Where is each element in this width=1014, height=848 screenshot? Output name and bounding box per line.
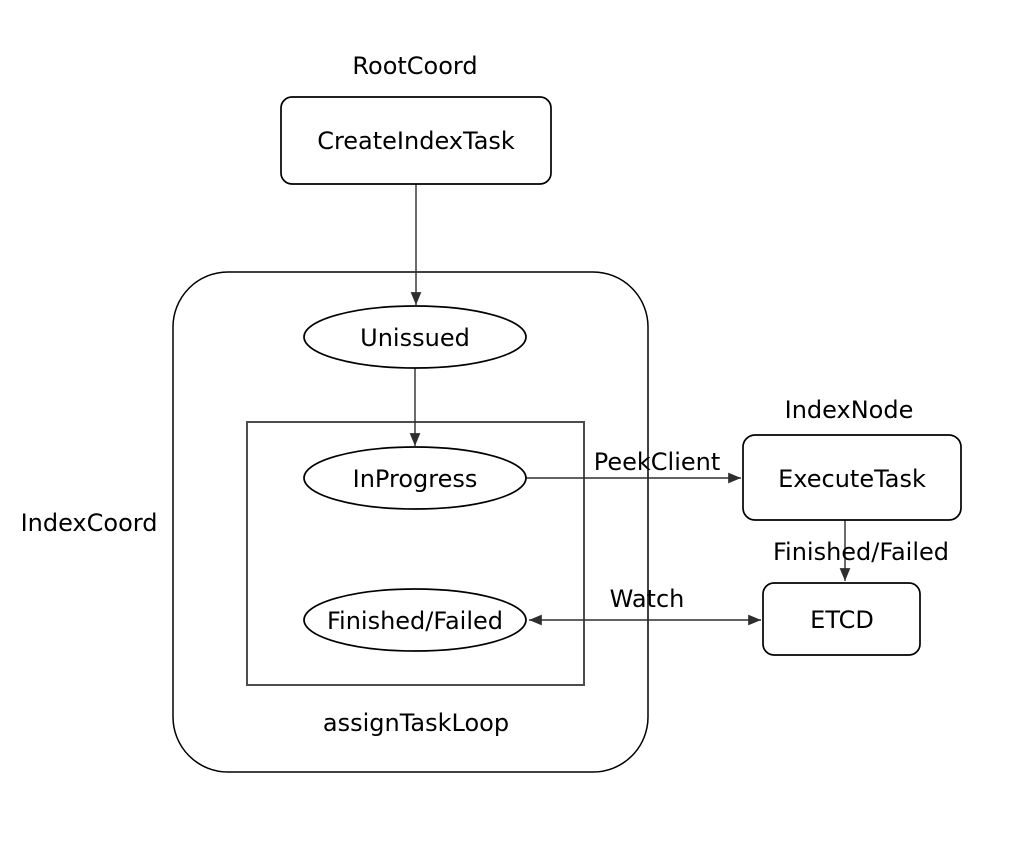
finished-failed-edge-label: Finished/Failed [773, 538, 949, 566]
etcd-label: ETCD [810, 606, 874, 634]
etcd-node [762, 582, 921, 656]
create-index-task-node [280, 96, 552, 185]
in-progress-state-node [303, 446, 527, 510]
index-coord-container [172, 271, 649, 773]
finished-failed-state-label: Finished/Failed [327, 607, 503, 635]
peek-client-edge-label: PeekClient [594, 448, 721, 476]
create-index-task-label: CreateIndexTask [317, 127, 515, 155]
execute-task-node [742, 434, 962, 521]
watch-edge-label: Watch [610, 585, 685, 613]
index-coord-label: IndexCoord [21, 509, 158, 537]
unissued-state-node [303, 305, 527, 369]
execute-task-label: ExecuteTask [778, 465, 926, 493]
root-coord-label: RootCoord [352, 52, 477, 80]
assign-task-loop-label: assignTaskLoop [323, 709, 509, 737]
index-node-label: IndexNode [785, 396, 914, 424]
unissued-state-label: Unissued [360, 324, 470, 352]
finished-failed-state-node [303, 588, 527, 652]
in-progress-state-label: InProgress [353, 465, 478, 493]
